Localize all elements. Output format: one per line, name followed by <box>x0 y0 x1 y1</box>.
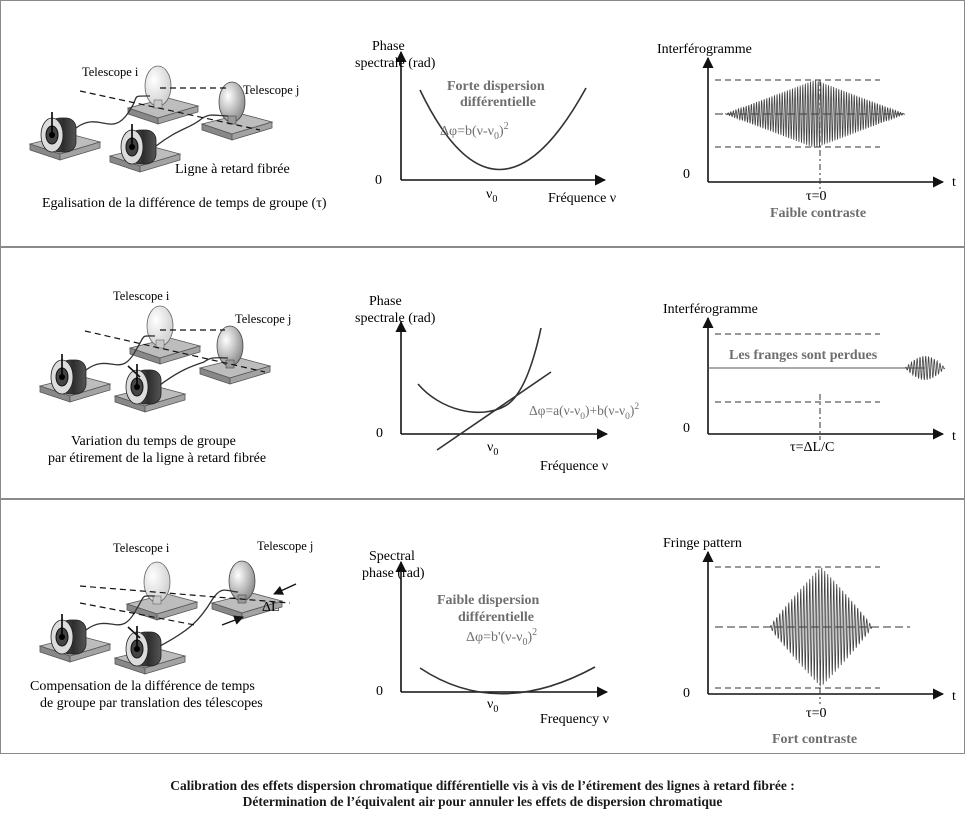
phase-plot-3-origin: 0 <box>376 684 383 699</box>
fiber-delay-label-1: Ligne à retard fibrée <box>175 162 290 177</box>
phase-curve-1 <box>419 87 587 171</box>
phase-plot-1-title-line2: différentielle <box>460 95 536 110</box>
fringe-plot-1-contrast: Faible contraste <box>770 206 866 221</box>
phase-plot-1-ylabel-line2: spectrale (rad) <box>355 56 436 71</box>
fringe-plot-3-xlabel: t <box>952 689 956 704</box>
telescope-j-label-2: Telescope j <box>235 312 291 326</box>
fringe-plot-1-xlabel: t <box>952 175 956 190</box>
phase-plot-2-xlabel: Fréquence ν <box>540 459 608 474</box>
setup-caption-2-line1: Variation du temps de groupe <box>71 434 236 449</box>
phase-plot-3-ylabel-line2: phase (rad) <box>362 566 425 581</box>
fringe-plot-1-tau: τ=0 <box>806 189 827 204</box>
fringe-plot-2-origin: 0 <box>683 421 690 436</box>
phase-plot-1-xlabel: Fréquence ν <box>548 191 616 206</box>
phase-plot-3-title-line2: différentielle <box>458 610 534 625</box>
phase-plot-1 <box>395 50 607 186</box>
setup-caption-2-line2: par étirement de la ligne à retard fibré… <box>48 451 266 466</box>
phase-plot-3-title-line1: Faible dispersion <box>437 593 540 608</box>
fringe-plot-3 <box>702 550 945 704</box>
fringe-burst-2 <box>904 355 946 381</box>
setup-caption-3-line2: de groupe par translation des télescopes <box>40 696 263 711</box>
fringe-plot-3-origin: 0 <box>683 686 690 701</box>
delta-l-arrow-upper <box>273 583 297 595</box>
telescope-i-label-2: Telescope i <box>113 289 170 303</box>
phase-plot-1-ylabel-line1: Phase <box>372 39 405 54</box>
phase-curve-3 <box>419 666 596 695</box>
fringe-plot-3-tau: τ=0 <box>806 706 827 721</box>
fringe-plot-2 <box>702 316 946 440</box>
setup-illustration-1 <box>30 66 272 172</box>
phase-plot-3-xlabel: Frequency ν <box>540 712 609 727</box>
fringe-plot-1 <box>702 56 945 192</box>
fringe-plot-1-ylabel: Interférogramme <box>657 42 752 57</box>
fringe-burst-3 <box>769 567 873 687</box>
phase-plot-3-formula: Δφ=b'(ν-ν0)2 <box>466 627 537 648</box>
setup-illustration-3 <box>40 561 297 674</box>
fringe-plot-2-lost-label: Les franges sont perdues <box>729 348 878 363</box>
phase-plot-2-ylabel-line2: spectrale (rad) <box>355 311 436 326</box>
phase-plot-1-origin: 0 <box>375 173 382 188</box>
phase-plot-3 <box>395 560 609 698</box>
setup-caption-1: Egalisation de la différence de temps de… <box>42 196 327 211</box>
phase-tangent-2 <box>436 371 552 451</box>
fringe-plot-2-ylabel: Interférogramme <box>663 302 758 317</box>
phase-curve-2 <box>417 327 542 414</box>
footer-caption-line2: Détermination de l’équivalent air pour a… <box>242 794 723 809</box>
setup-illustration-2 <box>40 306 270 412</box>
phase-plot-2-ylabel-line1: Phase <box>369 294 402 309</box>
fringe-plot-1-origin: 0 <box>683 167 690 182</box>
telescope-j-label-3: Telescope j <box>257 539 313 553</box>
telescope-j-label-1: Telescope j <box>243 83 299 97</box>
phase-plot-2-formula: Δφ=a(ν-ν0)+b(ν-ν0)2 <box>529 402 639 422</box>
phase-plot-2 <box>395 320 609 451</box>
footer-caption-line1: Calibration des effets dispersion chroma… <box>170 778 795 793</box>
delta-l-label: ΔL <box>262 600 280 615</box>
phase-plot-2-origin: 0 <box>376 426 383 441</box>
delta-l-arrow-lower <box>221 615 244 626</box>
telescope-i-label-3: Telescope i <box>113 541 170 555</box>
fringe-plot-3-ylabel: Fringe pattern <box>663 536 742 551</box>
phase-plot-2-nu0: ν0 <box>487 440 498 458</box>
phase-plot-1-formula: Δφ=b(ν-ν0)2 <box>440 121 509 142</box>
phase-plot-3-ylabel-line1: Spectral <box>369 549 415 564</box>
setup-caption-3-line1: Compensation de la différence de temps <box>30 679 255 694</box>
phase-plot-1-title-line1: Forte dispersion <box>447 79 545 94</box>
fringe-plot-2-tau: τ=ΔL/C <box>790 440 834 455</box>
fringe-plot-3-contrast: Fort contraste <box>772 732 857 747</box>
phase-plot-1-nu0: ν0 <box>486 187 497 205</box>
fringe-plot-2-xlabel: t <box>952 429 956 444</box>
fringe-burst-1 <box>724 80 906 148</box>
phase-plot-3-nu0: ν0 <box>487 697 498 715</box>
telescope-i-label-1: Telescope i <box>82 65 139 79</box>
